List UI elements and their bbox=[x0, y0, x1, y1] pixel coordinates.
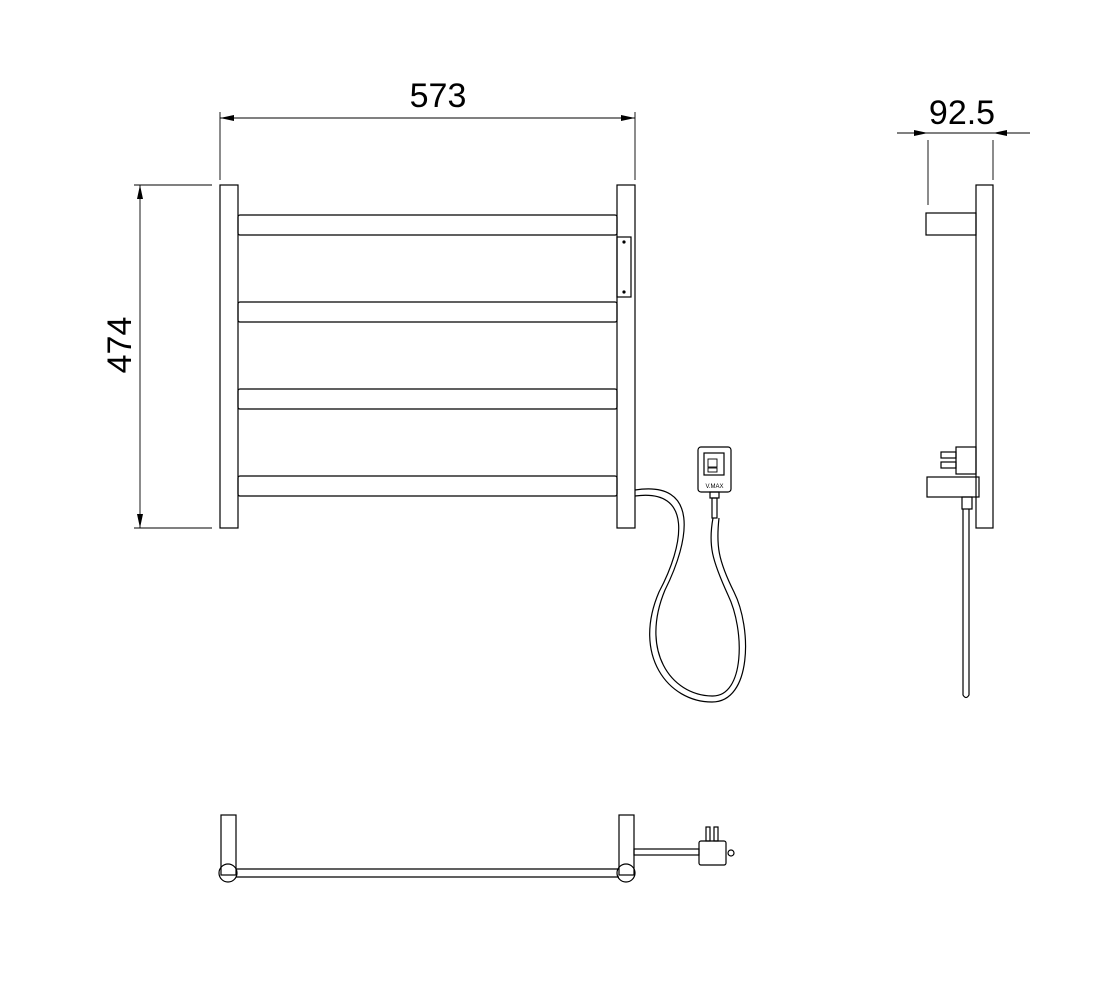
controller-display bbox=[703, 452, 725, 476]
side-upright bbox=[975, 184, 994, 529]
controller: V.MAX bbox=[697, 446, 732, 519]
bar-2 bbox=[237, 301, 618, 323]
towel-bars bbox=[237, 214, 618, 497]
front-view: 573 474 bbox=[101, 77, 747, 703]
top-right-post bbox=[618, 814, 635, 876]
left-upright bbox=[219, 184, 239, 529]
height-dimension: 474 bbox=[101, 184, 212, 529]
controller-label: V.MAX bbox=[705, 484, 723, 490]
width-dimension-label: 573 bbox=[410, 77, 467, 115]
depth-dimension: 92.5 bbox=[897, 94, 1030, 205]
height-dimension-label: 474 bbox=[101, 317, 139, 374]
side-controller bbox=[926, 446, 980, 699]
top-right-post-end bbox=[616, 863, 636, 883]
side-mount-block bbox=[926, 476, 980, 498]
top-cable-plug bbox=[633, 826, 735, 866]
bar-1 bbox=[237, 214, 618, 236]
junction-box bbox=[616, 236, 632, 298]
side-view: 92.5 bbox=[897, 94, 1030, 699]
bar-3 bbox=[237, 388, 618, 410]
right-upright bbox=[616, 184, 636, 529]
bar-4 bbox=[237, 475, 618, 497]
depth-dimension-label: 92.5 bbox=[929, 94, 995, 132]
top-view bbox=[218, 814, 735, 883]
side-plug bbox=[955, 446, 977, 475]
top-cable bbox=[633, 848, 700, 856]
top-plug bbox=[698, 840, 727, 866]
width-dimension: 573 bbox=[219, 77, 636, 180]
power-cable bbox=[634, 488, 747, 703]
top-left-post-end bbox=[218, 863, 238, 883]
side-bar-profile bbox=[925, 212, 977, 236]
top-left-post bbox=[220, 814, 237, 876]
